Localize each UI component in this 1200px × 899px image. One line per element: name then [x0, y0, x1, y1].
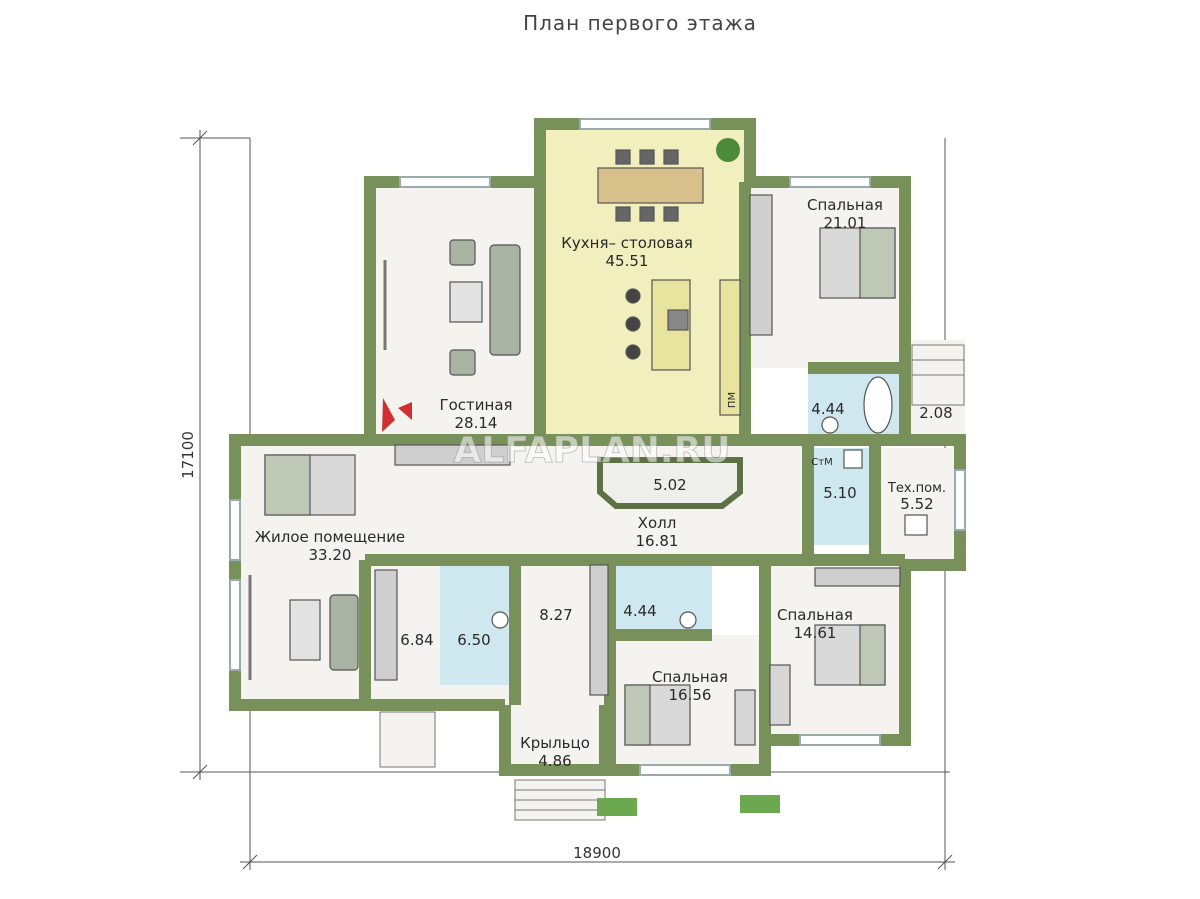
room-area: 21.01 [824, 214, 867, 232]
room-name: Тех.пом. [887, 481, 946, 496]
room-name: Кухня– столовая [561, 234, 692, 252]
fridge-label: ПМ [727, 392, 738, 408]
room-area: 6.84 [400, 631, 433, 649]
room-area: 4.44 [811, 400, 844, 418]
room-area: 16.56 [669, 686, 712, 704]
room-area: 33.20 [309, 546, 352, 564]
room-area: 28.14 [455, 414, 498, 432]
windows [229, 118, 966, 776]
room-area: 6.50 [457, 631, 490, 649]
room-name: Спальная [777, 606, 853, 624]
room-name: Крыльцо [520, 734, 590, 752]
furniture [248, 149, 928, 746]
room-area: 14.61 [794, 624, 837, 642]
room-name: Гостиная [439, 396, 512, 414]
fireplace-icon [382, 398, 412, 432]
width-dimension: 18900 [573, 844, 621, 862]
washer-label: СтМ [811, 457, 832, 468]
room-name: Холл [638, 514, 677, 532]
room-area: 4.86 [538, 752, 571, 770]
room-labels: Гостиная 28.14 Кухня– столовая 45.51 Спа… [255, 196, 953, 770]
room-area: 16.81 [636, 532, 679, 550]
steps [379, 344, 965, 821]
height-dimension: 17100 [179, 431, 197, 479]
room-area: 4.44 [623, 602, 656, 620]
room-area: 2.08 [919, 404, 952, 422]
plan-title: План первого этажа [523, 11, 757, 35]
room-name: Жилое помещение [255, 528, 405, 546]
room-name: Спальная [807, 196, 883, 214]
room-area: 45.51 [606, 252, 649, 270]
room-area: 5.02 [653, 476, 686, 494]
room-name: Спальная [652, 668, 728, 686]
plant-icons [597, 138, 780, 816]
watermark: ALFAPLAN.RU [453, 430, 730, 471]
bay-window [597, 457, 743, 509]
room-area: 5.10 [823, 484, 856, 502]
room-area: 5.52 [900, 495, 933, 513]
room-area: 8.27 [539, 606, 572, 624]
